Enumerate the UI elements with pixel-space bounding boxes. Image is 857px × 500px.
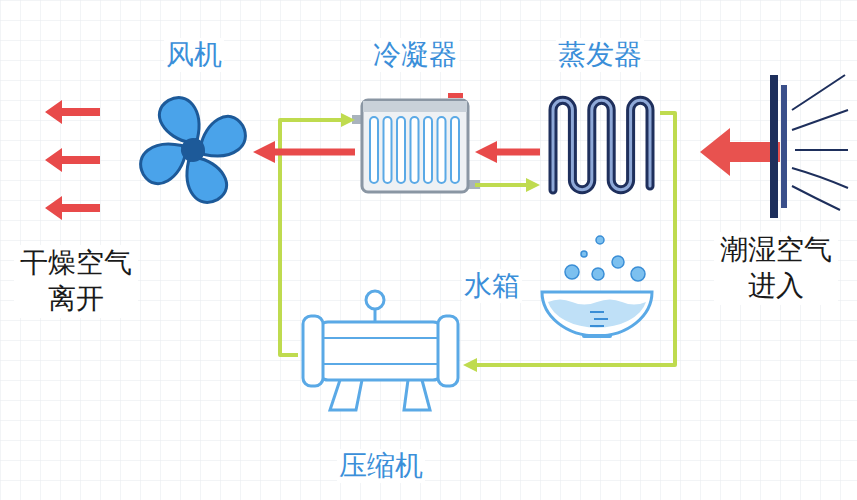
bubble — [565, 265, 579, 279]
airflow-arrow — [275, 149, 355, 156]
air-arrow — [45, 100, 100, 124]
water-tank-unit: 水箱 — [462, 232, 657, 340]
compressor-stripe — [322, 363, 439, 365]
compressor-body — [318, 322, 443, 380]
gauge — [366, 291, 384, 309]
condenser-body — [362, 100, 468, 192]
wind-line — [792, 186, 840, 210]
filter-frame — [770, 75, 778, 218]
compressor-leg — [404, 380, 430, 410]
component-label: 水箱 — [462, 269, 522, 303]
condenser-tube — [397, 117, 405, 183]
refrigerant-line — [477, 113, 675, 365]
bubble — [631, 267, 645, 281]
compressor-cap — [438, 316, 458, 386]
bubble — [612, 256, 624, 268]
bubble — [596, 236, 604, 244]
air-arrow — [45, 148, 100, 172]
bubble — [592, 268, 604, 280]
compressor-unit: 压缩机 — [298, 288, 463, 483]
gauge-stem — [374, 309, 377, 322]
refrigerant-line — [475, 183, 526, 187]
condenser-tube — [451, 117, 459, 183]
fan-hub — [178, 135, 209, 166]
compressor-leg — [330, 380, 362, 410]
bubble — [581, 251, 587, 257]
condenser-tube — [424, 117, 432, 183]
condenser-header — [363, 101, 467, 112]
compressor-cap — [303, 316, 323, 386]
air-outlet-label-box: 干燥空气 离开 — [14, 245, 138, 318]
wind-line — [792, 75, 845, 110]
tank-mark — [594, 318, 608, 320]
condenser-tube — [370, 117, 378, 183]
condenser-tab — [448, 93, 463, 98]
air-inlet-label-box: 潮湿空气 进入 — [714, 232, 838, 305]
evaporator-coil — [553, 100, 650, 190]
condenser-tube — [411, 117, 419, 183]
tank-water — [548, 300, 646, 328]
filter-frame — [781, 85, 787, 208]
tank-mark — [590, 311, 604, 313]
inlet-air-arrow — [700, 128, 780, 176]
evaporator-coil-inner — [553, 100, 650, 190]
tank-mark — [590, 325, 604, 327]
tank-bowl — [542, 292, 652, 336]
component-label: 冷凝器 — [371, 38, 459, 72]
air-inlet-label: 潮湿空气 进入 — [714, 232, 838, 305]
wind-line — [795, 149, 848, 151]
condenser-unit: 冷凝器 — [355, 38, 475, 198]
airflow-arrow — [497, 149, 540, 156]
air-arrow — [45, 196, 100, 220]
condenser-tube — [384, 117, 392, 183]
compressor-stripe — [322, 337, 439, 339]
fan-unit: 风机 — [135, 38, 253, 208]
air-outlet-label: 干燥空气 离开 — [14, 245, 138, 318]
tank-foot — [582, 334, 612, 338]
evaporator-unit: 蒸发器 — [540, 38, 660, 196]
component-label: 蒸发器 — [556, 38, 644, 72]
component-label: 压缩机 — [337, 449, 425, 483]
wind-line — [792, 168, 848, 188]
wind-line — [792, 110, 848, 130]
condenser-tube — [438, 117, 446, 183]
component-label: 风机 — [164, 38, 224, 72]
